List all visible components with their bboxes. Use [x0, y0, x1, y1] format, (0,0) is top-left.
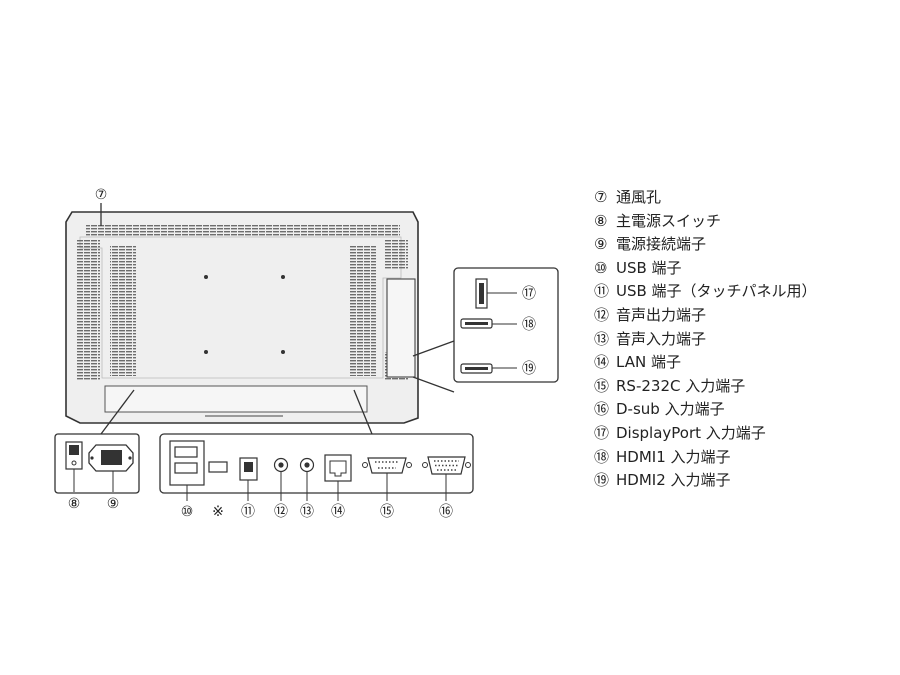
power-detail-box — [54, 433, 140, 494]
legend-number: ⑯ — [594, 400, 610, 419]
callout-labels: ⑦ ⑧ ⑨ ⑩ ※ ⑪ ⑫ ⑬ ⑭ ⑮ ⑯ ⑰ ⑱ ⑲ — [68, 187, 536, 520]
legend-number: ⑱ — [594, 447, 610, 466]
note-mark: ※ — [212, 504, 224, 520]
legend-number: ⑨ — [594, 235, 608, 254]
callout-10: ⑩ — [181, 504, 194, 520]
legend-item: ⑧ 主電源スイッチ — [594, 210, 817, 234]
legend-text: 音声出力端子 — [616, 305, 707, 324]
legend-number: ⑲ — [594, 471, 610, 490]
legend-number: ⑦ — [594, 188, 608, 206]
legend-text: LAN 端子 — [616, 353, 681, 372]
legend-text: 主電源スイッチ — [616, 211, 722, 230]
callout-19: ⑲ — [522, 361, 536, 377]
vent-right — [384, 240, 408, 270]
legend-number: ⑬ — [594, 329, 610, 348]
bottom-ports-box — [159, 433, 474, 501]
mount-hole — [204, 350, 208, 354]
legend-number: ⑪ — [594, 282, 610, 301]
legend-number: ⑮ — [594, 376, 610, 395]
side-ports-box — [453, 267, 559, 383]
callout-17: ⑰ — [522, 286, 536, 302]
legend-text: 音声入力端子 — [616, 329, 707, 348]
callout-15: ⑮ — [380, 504, 394, 520]
legend-item: ⑩ USB 端子 — [594, 257, 817, 281]
legend-number: ⑧ — [594, 211, 608, 230]
mount-hole — [204, 275, 208, 279]
legend-item: ⑮ RS-232C 入力端子 — [594, 375, 817, 399]
side-port-panel — [386, 278, 416, 378]
vent-right-inner — [350, 246, 376, 376]
vent-left-inner — [110, 246, 136, 376]
callout-18: ⑱ — [522, 317, 536, 333]
legend-item: ⑫ 音声出力端子 — [594, 304, 817, 328]
callout-14: ⑭ — [331, 504, 345, 520]
legend-text: HDMI2 入力端子 — [616, 471, 731, 490]
legend-item: ⑯ D-sub 入力端子 — [594, 398, 817, 422]
legend-item: ⑬ 音声入力端子 — [594, 328, 817, 352]
vent-top — [86, 224, 400, 236]
legend-text: HDMI1 入力端子 — [616, 447, 731, 466]
vent-left — [76, 240, 100, 380]
legend-text: 通風孔 — [616, 188, 662, 206]
mount-hole — [281, 350, 285, 354]
legend-item: ⑰ DisplayPort 入力端子 — [594, 422, 817, 446]
legend-text: D-sub 入力端子 — [616, 400, 725, 419]
bottom-port-panel — [104, 385, 368, 413]
mount-hole — [281, 275, 285, 279]
legend-text: 電源接続端子 — [616, 235, 707, 254]
legend-text: USB 端子（タッチパネル用） — [616, 282, 817, 301]
callout-13: ⑬ — [300, 504, 314, 520]
legend-number: ⑰ — [594, 423, 610, 442]
legend-item: ⑲ HDMI2 入力端子 — [594, 469, 817, 493]
service-port-icon — [208, 461, 228, 473]
legend-text: RS-232C 入力端子 — [616, 376, 746, 395]
legend-number: ⑩ — [594, 258, 608, 277]
legend-item: ⑦ 通風孔 — [594, 186, 817, 210]
legend-item: ⑨ 電源接続端子 — [594, 233, 817, 257]
leader-lines — [100, 203, 455, 435]
monitor-back — [65, 211, 419, 424]
legend-number: ⑫ — [594, 305, 610, 324]
legend-text: USB 端子 — [616, 258, 682, 277]
legend-text: DisplayPort 入力端子 — [616, 423, 766, 442]
legend-item: ⑭ LAN 端子 — [594, 351, 817, 375]
legend-item: ⑪ USB 端子（タッチパネル用） — [594, 280, 817, 304]
callout-12: ⑫ — [274, 504, 288, 520]
rs232c-port-icon — [367, 457, 407, 474]
legend-list: ⑦ 通風孔 ⑧ 主電源スイッチ ⑨ 電源接続端子 ⑩ USB 端子 ⑪ USB 端子（タッ… — [594, 186, 817, 493]
callout-9: ⑨ — [107, 496, 120, 512]
callout-11: ⑪ — [241, 504, 255, 520]
legend-number: ⑭ — [594, 353, 610, 372]
callout-7: ⑦ — [95, 187, 108, 203]
callout-8: ⑧ — [68, 496, 81, 512]
legend-item: ⑱ HDMI1 入力端子 — [594, 446, 817, 470]
callout-16: ⑯ — [439, 504, 453, 520]
